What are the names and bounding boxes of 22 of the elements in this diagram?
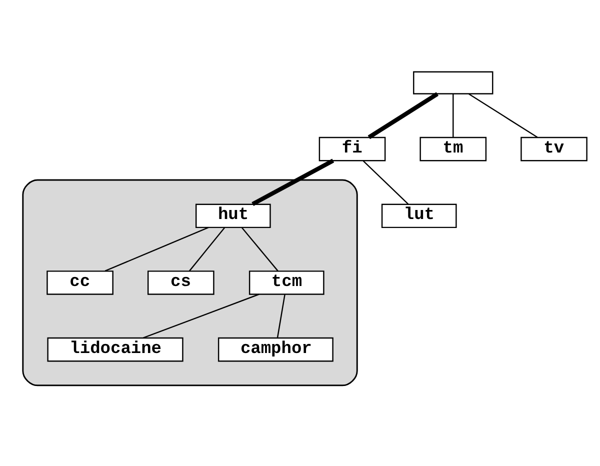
- connector: [242, 226, 278, 271]
- node-box: cs: [147, 270, 214, 294]
- node-box: lidocaine: [47, 336, 184, 362]
- node-box: tm: [420, 136, 487, 161]
- cluster: [22, 178, 358, 386]
- node-box: hut: [195, 203, 271, 228]
- connector: [276, 294, 286, 338]
- connector: [468, 92, 538, 138]
- node-box: lut: [381, 203, 457, 228]
- node-box: tv: [520, 136, 588, 161]
- connector: [188, 226, 225, 271]
- connector: [362, 160, 409, 204]
- connector: [368, 92, 438, 139]
- node-box: fi: [318, 136, 386, 161]
- connector: [143, 293, 260, 338]
- connector: [252, 158, 334, 206]
- node-box: [413, 70, 494, 94]
- node-box: tcm: [248, 270, 324, 294]
- connector: [452, 93, 454, 137]
- node-box: cc: [46, 270, 114, 294]
- connector: [104, 226, 209, 272]
- node-box: camphor: [218, 336, 334, 362]
